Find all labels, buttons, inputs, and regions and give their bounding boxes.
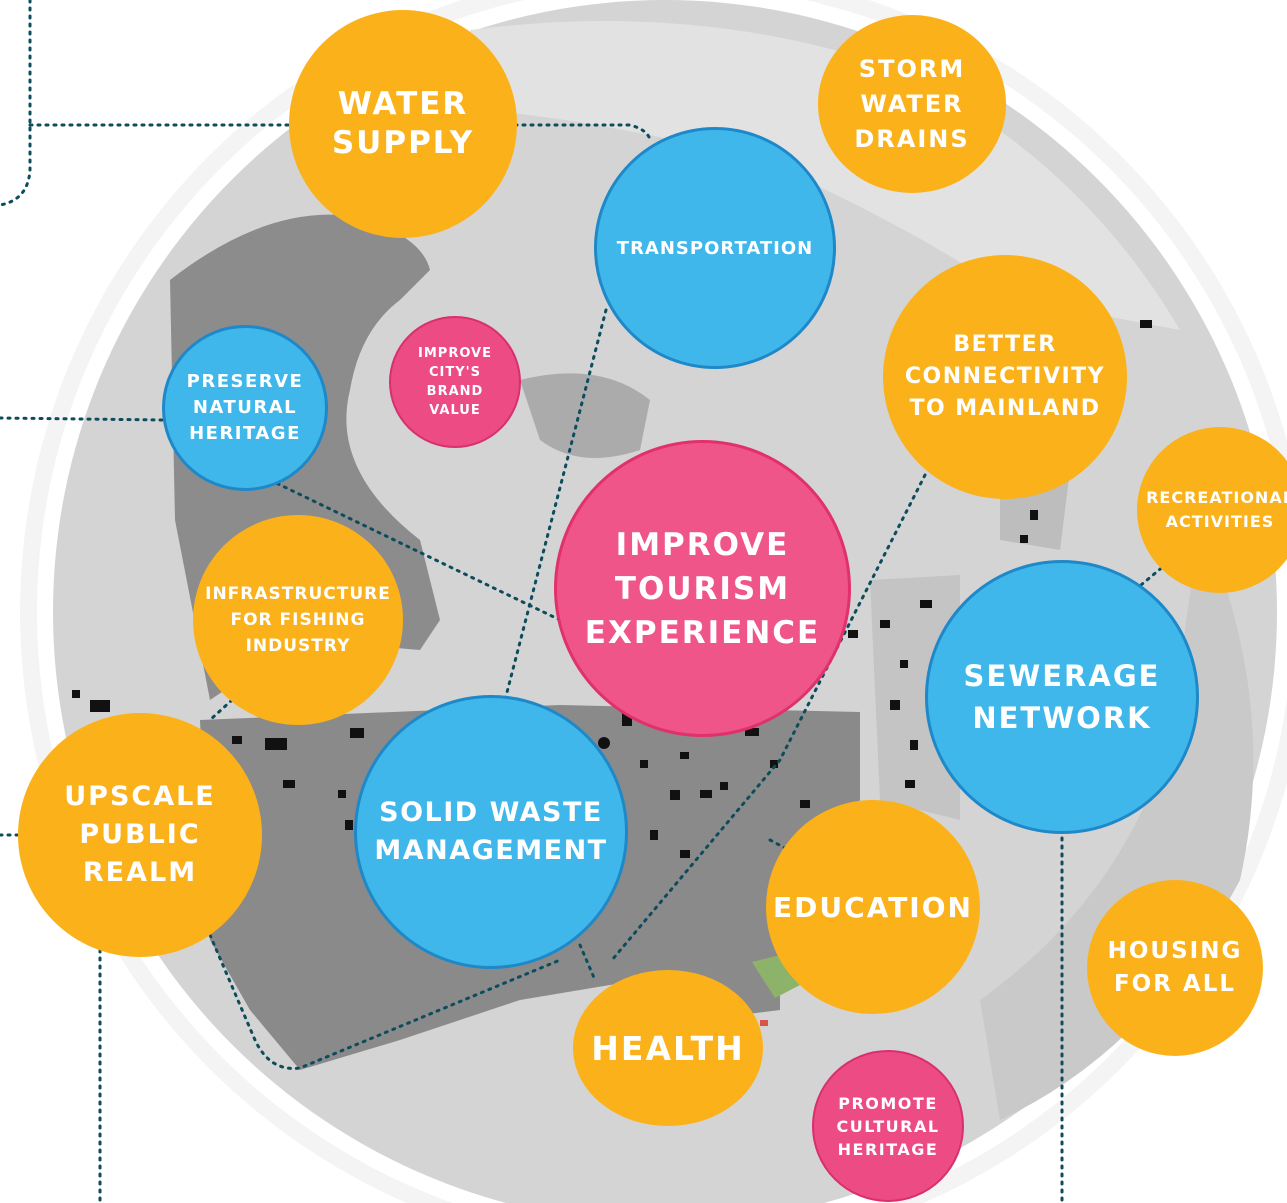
- connector-water-transport: [513, 123, 652, 142]
- node-improve-tourism-experience[interactable]: IMPROVE TOURISM EXPERIENCE: [554, 440, 851, 737]
- node-solid-waste-management[interactable]: SOLID WASTE MANAGEMENT: [354, 695, 628, 969]
- node-education-label: EDUCATION: [773, 890, 973, 924]
- node-solid-waste-management-label: SOLID WASTE MANAGEMENT: [374, 797, 608, 866]
- node-improve-tourism-experience-label: IMPROVE TOURISM EXPERIENCE: [584, 526, 821, 651]
- node-upscale-public-realm-label: UPSCALE PUBLIC REALM: [64, 781, 216, 888]
- node-recreational-activities-label: RECREATIONAL ACTIVITIES: [1146, 488, 1287, 531]
- land-east-settlement: [870, 575, 960, 820]
- node-preserve-natural-heritage[interactable]: PRESERVE NATURAL HERITAGE: [162, 325, 328, 491]
- sea-area: [470, 21, 1180, 330]
- node-health[interactable]: HEALTH: [573, 970, 763, 1126]
- node-water-supply-label: WATER SUPPLY: [331, 86, 475, 161]
- node-housing-for-all-label: HOUSING FOR ALL: [1107, 938, 1243, 997]
- connector-heritage-left: [0, 416, 167, 422]
- node-better-connectivity-label: BETTER CONNECTIVITY TO MAINLAND: [904, 332, 1106, 421]
- node-housing-for-all[interactable]: HOUSING FOR ALL: [1087, 880, 1263, 1056]
- node-recreational-activities[interactable]: RECREATIONAL ACTIVITIES: [1137, 427, 1287, 593]
- node-sewerage-network-label: SEWERAGE NETWORK: [963, 659, 1161, 735]
- node-transportation-label: TRANSPORTATION: [616, 237, 814, 259]
- node-storm-water-drains-label: STORM WATER DRAINS: [854, 54, 970, 153]
- node-health-label: HEALTH: [591, 1028, 745, 1068]
- connector-tourism-education: [768, 838, 787, 850]
- connector-transport-solid: [503, 308, 608, 702]
- connector-upscale-south: [208, 933, 562, 1070]
- node-promote-cultural-heritage[interactable]: PROMOTE CULTURAL HERITAGE: [812, 1050, 964, 1202]
- node-storm-water-drains[interactable]: STORM WATER DRAINS: [818, 15, 1006, 193]
- node-infrastructure-fishing-label: INFRASTRUCTURE FOR FISHING INDUSTRY: [205, 584, 391, 656]
- node-improve-brand-value[interactable]: IMPROVE CITY'S BRAND VALUE: [389, 316, 521, 448]
- connector-lines: [0, 0, 1167, 1203]
- node-education[interactable]: EDUCATION: [766, 800, 980, 1014]
- connector-left-bracket: [0, 0, 32, 207]
- connector-heritage-tourism: [268, 478, 562, 622]
- buildings: [72, 320, 1152, 1026]
- connector-fishing-upscale: [208, 698, 234, 722]
- connector-solid-health: [578, 943, 597, 982]
- land-islet: [520, 373, 650, 458]
- node-transportation[interactable]: TRANSPORTATION: [594, 127, 836, 369]
- node-better-connectivity[interactable]: BETTER CONNECTIVITY TO MAINLAND: [883, 255, 1127, 499]
- node-water-supply[interactable]: WATER SUPPLY: [289, 10, 517, 238]
- node-preserve-natural-heritage-label: PRESERVE NATURAL HERITAGE: [186, 371, 304, 444]
- node-promote-cultural-heritage-label: PROMOTE CULTURAL HERITAGE: [836, 1093, 940, 1159]
- connector-connectivity-south: [610, 473, 927, 962]
- node-infrastructure-fishing[interactable]: INFRASTRUCTURE FOR FISHING INDUSTRY: [193, 515, 403, 725]
- park-area: [752, 955, 800, 998]
- node-improve-brand-value-label: IMPROVE CITY'S BRAND VALUE: [418, 346, 492, 418]
- node-upscale-public-realm[interactable]: UPSCALE PUBLIC REALM: [18, 713, 262, 957]
- node-sewerage-network[interactable]: SEWERAGE NETWORK: [925, 560, 1199, 834]
